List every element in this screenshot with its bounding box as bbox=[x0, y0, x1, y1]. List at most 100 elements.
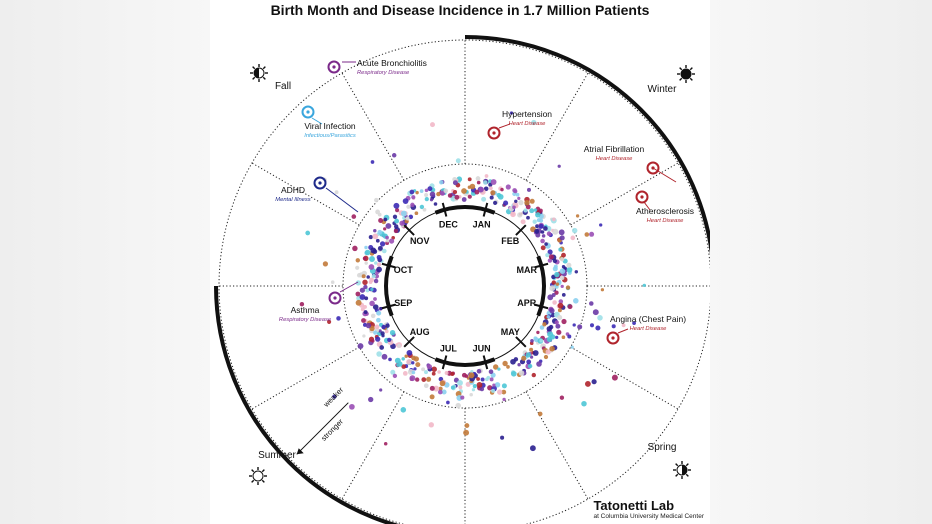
disease-dot bbox=[565, 285, 571, 290]
disease-dot bbox=[399, 220, 405, 226]
disease-dot bbox=[555, 323, 561, 329]
disease-dot bbox=[464, 374, 469, 378]
disease-dot bbox=[375, 336, 381, 342]
disease-dot bbox=[559, 395, 565, 400]
disease-dot bbox=[540, 230, 545, 234]
disease-dot bbox=[536, 361, 542, 367]
month-label-dec: DEC bbox=[439, 220, 459, 230]
disease-dot bbox=[415, 377, 420, 382]
right-background bbox=[710, 0, 932, 524]
disease-dot bbox=[524, 200, 530, 206]
disease-dot bbox=[561, 252, 566, 258]
disease-dot bbox=[424, 370, 428, 375]
disease-dot bbox=[534, 228, 540, 234]
month-label-sep: SEP bbox=[394, 298, 412, 308]
disease-dot bbox=[372, 249, 378, 254]
strength-arrowhead-icon bbox=[296, 448, 304, 455]
spring-sun-icon bbox=[673, 461, 691, 479]
disease-dot bbox=[484, 174, 489, 178]
disease-dot bbox=[611, 324, 616, 329]
month-tick bbox=[515, 336, 527, 348]
disease-dot bbox=[404, 354, 408, 358]
disease-dot bbox=[600, 288, 605, 292]
disease-dot bbox=[539, 338, 544, 343]
radial-divider bbox=[525, 391, 589, 500]
disease-dot bbox=[413, 356, 419, 362]
disease-dot bbox=[389, 330, 396, 336]
disease-dot bbox=[489, 195, 494, 200]
disease-dot bbox=[374, 197, 379, 203]
disease-dot bbox=[554, 290, 559, 295]
callout-angina-chest-pain-: Angina (Chest Pain)Heart Disease bbox=[606, 314, 686, 345]
radial-divider bbox=[341, 72, 405, 181]
disease-dot bbox=[393, 202, 400, 209]
disease-dot bbox=[336, 316, 341, 321]
disease-dot bbox=[557, 302, 564, 309]
disease-dot bbox=[589, 231, 595, 237]
disease-dot bbox=[525, 204, 531, 210]
disease-dot bbox=[429, 198, 434, 202]
disease-dot bbox=[389, 238, 395, 244]
callout-pointer bbox=[643, 201, 651, 211]
disease-dot bbox=[475, 176, 481, 181]
disease-dot bbox=[379, 345, 385, 350]
disease-dot bbox=[397, 343, 401, 348]
disease-dot bbox=[383, 217, 388, 222]
disease-dot bbox=[385, 223, 392, 229]
callout-disease-name: Viral Infection bbox=[304, 121, 356, 131]
disease-dot bbox=[502, 360, 508, 367]
disease-dot bbox=[385, 323, 390, 328]
disease-dot bbox=[467, 177, 472, 182]
disease-dot bbox=[642, 283, 646, 288]
disease-dot bbox=[395, 208, 400, 213]
month-ring-quarter-arc bbox=[434, 205, 496, 215]
summer-sun-icon bbox=[249, 467, 267, 485]
callout-disease-name: Asthma bbox=[291, 305, 320, 315]
disease-dot bbox=[561, 265, 566, 269]
disease-dot bbox=[503, 200, 509, 206]
callout-disease-category: Mental Illness bbox=[275, 197, 311, 203]
disease-dot bbox=[489, 186, 493, 191]
disease-dot bbox=[554, 271, 560, 278]
month-tick bbox=[441, 202, 448, 217]
disease-dot bbox=[559, 257, 565, 262]
disease-dot bbox=[437, 389, 443, 395]
callout-disease-category: Heart Disease bbox=[509, 121, 547, 127]
disease-dot bbox=[411, 370, 416, 375]
disease-dot bbox=[373, 330, 378, 335]
disease-dot bbox=[365, 322, 372, 329]
disease-dot bbox=[373, 278, 379, 284]
disease-dot bbox=[374, 261, 378, 265]
disease-dot bbox=[471, 388, 476, 392]
disease-dot bbox=[502, 397, 506, 402]
callout-pointer bbox=[652, 167, 677, 183]
disease-dot bbox=[483, 186, 489, 192]
disease-dot bbox=[487, 385, 493, 391]
month-tick bbox=[482, 355, 489, 370]
month-tick bbox=[381, 262, 396, 269]
disease-dot bbox=[452, 189, 458, 195]
disease-dot bbox=[360, 307, 365, 312]
disease-dot bbox=[437, 370, 441, 374]
month-ring-background bbox=[386, 207, 544, 365]
disease-dot bbox=[540, 238, 545, 244]
disease-dot bbox=[517, 196, 521, 201]
disease-dot bbox=[400, 210, 407, 217]
disease-dot bbox=[441, 389, 447, 395]
disease-dot bbox=[381, 324, 386, 330]
disease-dot bbox=[552, 228, 559, 235]
disease-dot bbox=[380, 331, 385, 336]
disease-dot bbox=[549, 345, 555, 352]
disease-dot bbox=[327, 319, 332, 324]
disease-dot bbox=[559, 275, 565, 281]
disease-dot bbox=[599, 223, 603, 227]
disease-dot bbox=[426, 376, 432, 382]
disease-dot bbox=[509, 111, 514, 115]
disease-dot bbox=[430, 122, 435, 128]
disease-dot bbox=[377, 229, 383, 235]
callout-disease-name: Atherosclerosis bbox=[636, 206, 694, 216]
disease-dot bbox=[351, 214, 357, 219]
summer-arc bbox=[214, 285, 400, 524]
